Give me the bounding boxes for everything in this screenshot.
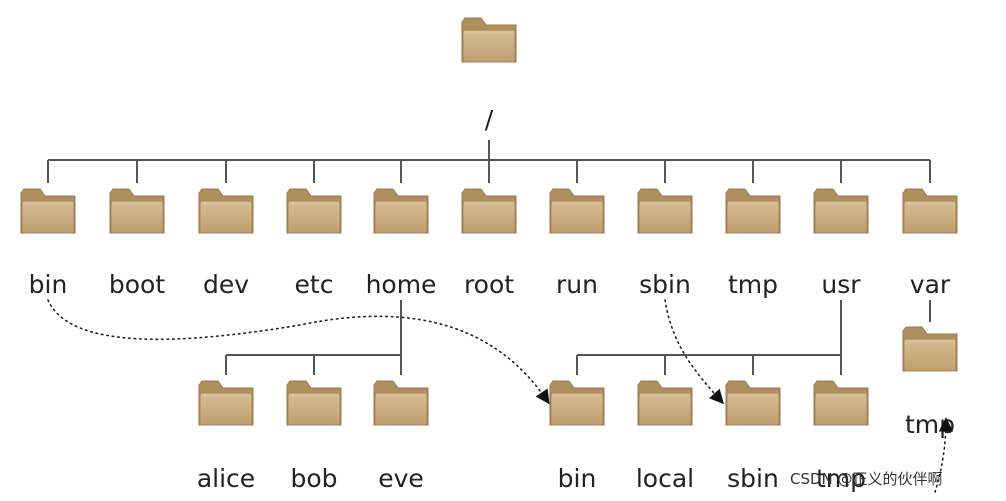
node-usr-tmp[interactable]: tmp: [813, 380, 869, 493]
node-sbin[interactable]: sbin: [637, 188, 693, 299]
usr-bin-folder-icon: [549, 380, 605, 426]
alice-folder-icon: [198, 380, 254, 426]
root-folder-front: [462, 200, 516, 234]
node-eve[interactable]: eve: [373, 380, 429, 493]
eve-folder-icon: [373, 380, 429, 426]
node-label-run: run: [556, 270, 598, 299]
node-label-boot: boot: [109, 270, 165, 299]
node-label-bob: bob: [290, 464, 337, 493]
node-bob[interactable]: bob: [286, 380, 342, 493]
bin-folder-front: [21, 200, 75, 234]
usr-folder-icon: [813, 188, 869, 234]
node-alice[interactable]: alice: [197, 380, 255, 493]
link-sbin-to-usr-sbin: [664, 299, 724, 405]
watermark: CSDN @正义的伙伴啊: [790, 470, 943, 488]
eve-folder-front: [374, 392, 428, 426]
root-dir-folder-icon: [461, 17, 517, 63]
node-usr-bin[interactable]: bin: [549, 380, 605, 493]
node-root[interactable]: root: [461, 188, 517, 299]
node-label-usr-tmp: tmp: [816, 464, 866, 493]
node-etc[interactable]: etc: [286, 188, 342, 299]
var-tmp-folder-icon: [902, 326, 958, 372]
node-bin[interactable]: bin: [20, 188, 76, 299]
var-tmp-folder-front: [903, 338, 957, 372]
node-label-alice: alice: [197, 464, 255, 493]
home-folder-icon: [373, 188, 429, 234]
usr-tmp-folder-icon: [813, 380, 869, 426]
symlink-arrows: [47, 299, 954, 493]
sbin-folder-icon: [637, 188, 693, 234]
node-label-sbin: sbin: [639, 270, 691, 299]
home-folder-front: [374, 200, 428, 234]
node-tmp[interactable]: tmp: [725, 188, 781, 299]
var-folder-front: [903, 200, 957, 234]
etc-folder-icon: [286, 188, 342, 234]
alice-folder-front: [199, 392, 253, 426]
node-run[interactable]: run: [549, 188, 605, 299]
bob-folder-icon: [286, 380, 342, 426]
node-label-tmp: tmp: [728, 270, 778, 299]
bin-folder-icon: [20, 188, 76, 234]
usr-folder-front: [814, 200, 868, 234]
node-label-usr-sbin: sbin: [727, 464, 779, 493]
dev-folder-icon: [198, 188, 254, 234]
node-label-root-dir: /: [485, 105, 494, 134]
run-folder-front: [550, 200, 604, 234]
node-dev[interactable]: dev: [198, 188, 254, 299]
usr-sbin-folder-front: [726, 392, 780, 426]
node-label-usr: usr: [821, 270, 861, 299]
boot-folder-icon: [109, 188, 165, 234]
usr-tmp-folder-front: [814, 392, 868, 426]
node-label-var-tmp: tmp: [905, 410, 955, 439]
node-boot[interactable]: boot: [109, 188, 165, 299]
node-label-eve: eve: [378, 464, 424, 493]
node-label-bin: bin: [29, 270, 68, 299]
node-var-tmp[interactable]: tmp: [902, 326, 958, 439]
etc-folder-front: [287, 200, 341, 234]
node-usr-sbin[interactable]: sbin: [725, 380, 781, 493]
node-label-var: var: [910, 270, 951, 299]
tree-connectors: [47, 140, 931, 375]
sbin-folder-front: [638, 200, 692, 234]
boot-folder-front: [110, 200, 164, 234]
node-label-usr-bin: bin: [558, 464, 597, 493]
node-label-home: home: [366, 270, 437, 299]
root-folder-icon: [461, 188, 517, 234]
node-usr-local[interactable]: local: [636, 380, 694, 493]
usr-sbin-folder-icon: [725, 380, 781, 426]
usr-local-folder-icon: [637, 380, 693, 426]
dev-folder-front: [199, 200, 253, 234]
bob-folder-front: [287, 392, 341, 426]
run-folder-icon: [549, 188, 605, 234]
node-label-root: root: [464, 270, 514, 299]
folder-nodes: / bin boot dev etc home root run sbin tmp usr var al…: [20, 17, 958, 493]
usr-local-folder-front: [638, 392, 692, 426]
node-var[interactable]: var: [902, 188, 958, 299]
tmp-folder-front: [726, 200, 780, 234]
node-usr[interactable]: usr: [813, 188, 869, 299]
root-dir-folder-front: [462, 29, 516, 63]
node-root-dir[interactable]: /: [461, 17, 517, 134]
link-var-tmp-to-usr-tmp: [934, 417, 954, 493]
node-label-dev: dev: [203, 270, 249, 299]
node-label-etc: etc: [295, 270, 334, 299]
tmp-folder-icon: [725, 188, 781, 234]
var-folder-icon: [902, 188, 958, 234]
usr-bin-folder-front: [550, 392, 604, 426]
node-label-usr-local: local: [636, 464, 694, 493]
node-home[interactable]: home: [366, 188, 437, 299]
link-bin-to-usr-bin: [47, 299, 550, 405]
